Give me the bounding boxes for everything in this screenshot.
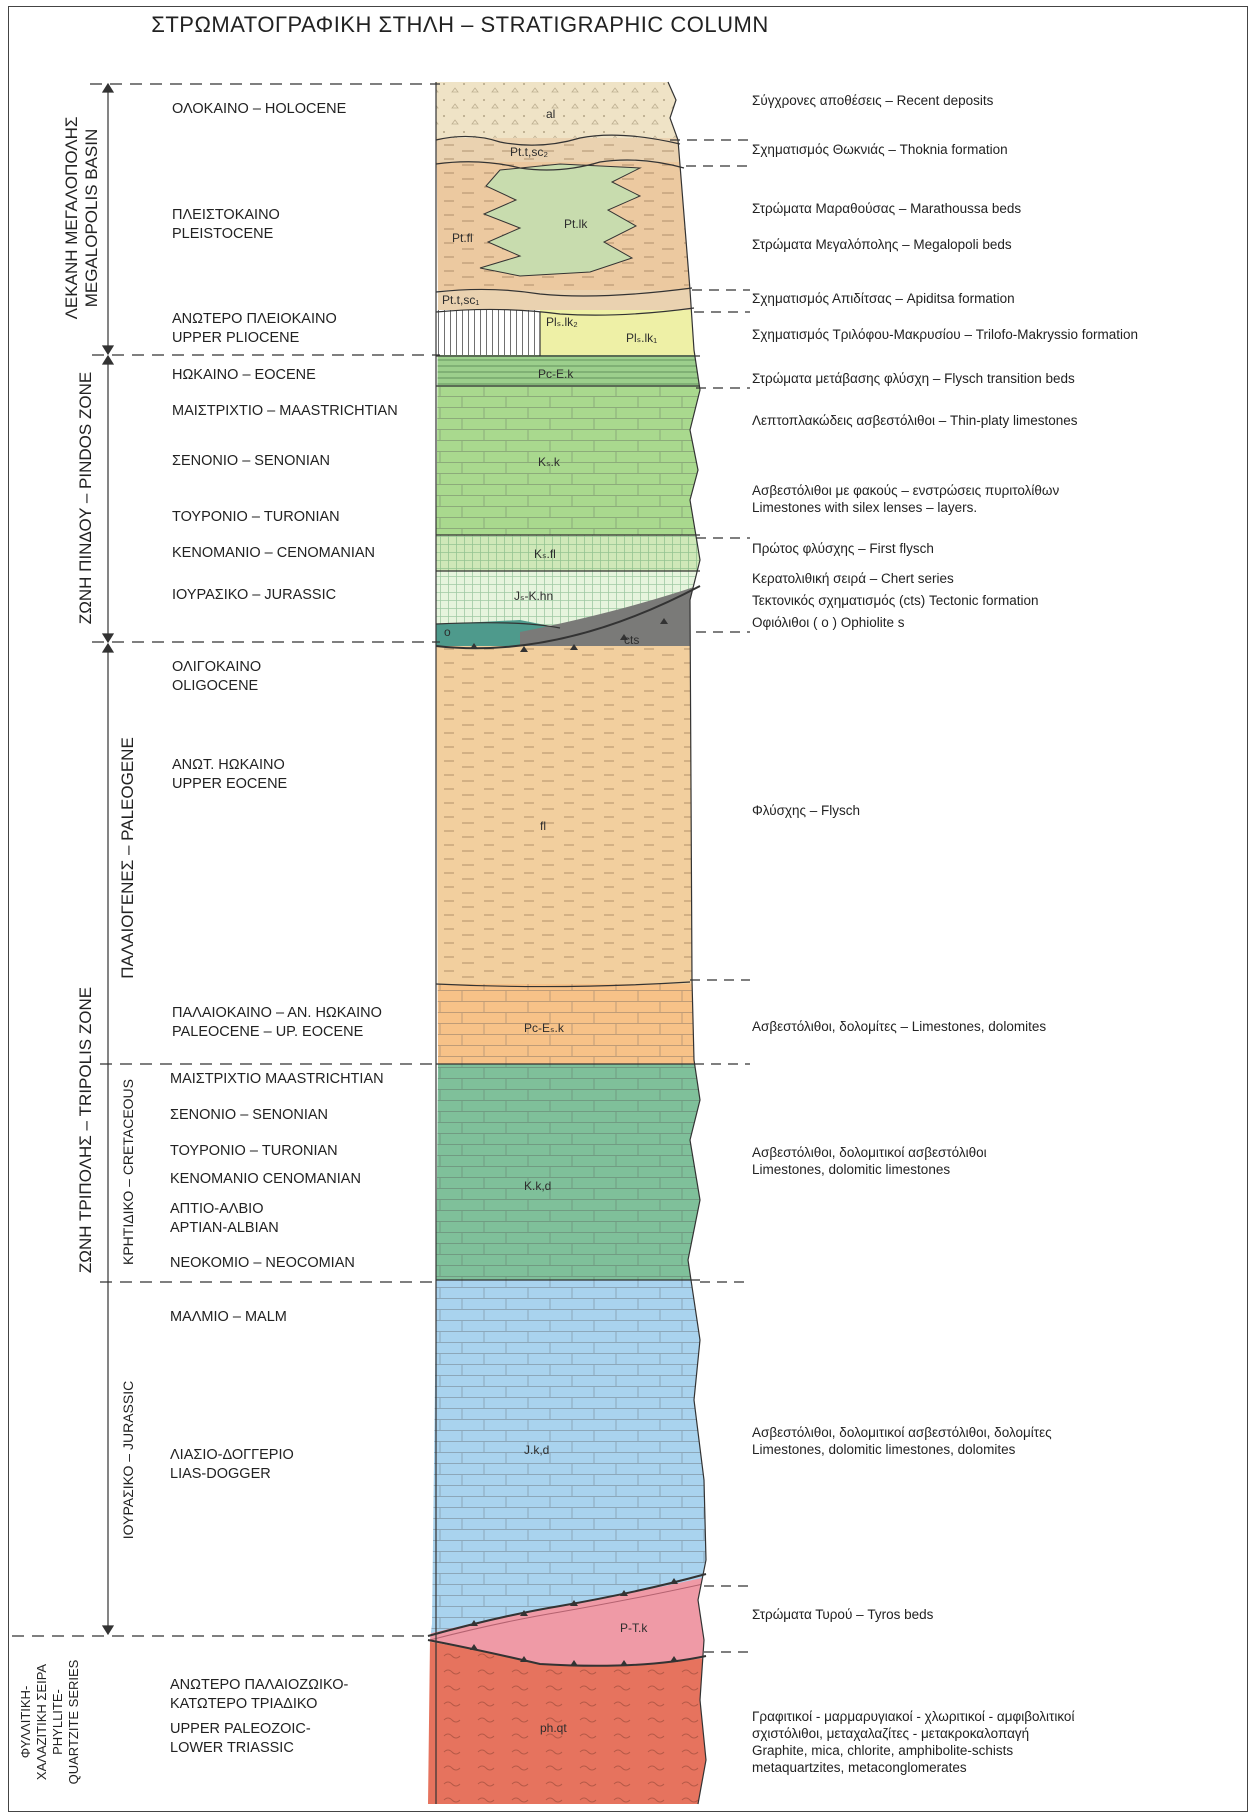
zone-label-cretaceous: ΚΡΗΤΙΔΙΚΟ – CRETACEOUS — [118, 1079, 138, 1265]
unit-label-j-k-d: J.k,d — [524, 1443, 549, 1457]
desc-phyllite: Γραφιτικοί - μαρμαρυγιακοί - χλωριτικοί … — [752, 1708, 1074, 1776]
age-maastrichtian-pindos: ΜΑΙΣΤΡΙΧΤΙΟ – MAASTRICHTIAN — [172, 402, 398, 421]
desc-tyros: Στρώματα Τυρού – Tyros beds — [752, 1606, 933, 1623]
unit-label-al: al — [546, 107, 555, 121]
age-turonian-pindos: ΤΟΥΡΟΝΙΟ – TURONIAN — [172, 508, 340, 527]
desc-first-flysch: Πρώτος φλύσχης – First flysch — [752, 540, 934, 557]
unit-label-p-t-k: P-T.k — [620, 1621, 648, 1635]
age-cenomanian-tripolis: ΚΕΝΟΜΑΝΙΟ CENOMANIAN — [170, 1170, 361, 1189]
age-paleozoic: ΑΝΩΤΕΡΟ ΠΑΛΑΙΟΖΩΙΚΟ-ΚΑΤΩΤΕΡΟ ΤΡΙΑΔΙΚΟ UP… — [170, 1676, 348, 1758]
unit-label-cts: cts — [624, 633, 639, 647]
desc-ophiolites: Οφιόλιθοι ( o ) Ophiolite s — [752, 614, 905, 631]
unit-label-pt-t-sc2: Pt.t,sc₂ — [510, 145, 548, 159]
desc-chert: Κερατολιθική σειρά – Chert series — [752, 570, 954, 587]
age-malm: ΜΑΛΜΙΟ – MALM — [170, 1308, 287, 1327]
age-eocene: ΗΩΚΑΙΝΟ – EOCENE — [172, 366, 316, 385]
age-cenomanian-pindos: ΚΕΝΟΜΑΝΙΟ – CENOMANIAN — [172, 544, 375, 563]
desc-tectonic: Τεκτονικός σχηματισμός (cts) Tectonic fo… — [752, 592, 1039, 609]
unit-label-fl: fl — [540, 819, 546, 833]
unit-label-ph-qt: ph.qt — [540, 1721, 567, 1735]
age-holocene: ΟΛΟΚΑΙΝΟ – HOLOCENE — [172, 100, 346, 119]
column-layers — [420, 82, 720, 1810]
zone-label-jurassic: ΙΟΥΡΑΣΙΚΟ – JURASSIC — [118, 1381, 138, 1539]
unit-label-pl-lk1: Plₛ.lk₁ — [626, 331, 657, 345]
unit-label-js-k-hn: Jₛ-K.hn — [514, 589, 553, 603]
unit-label-o: o — [444, 625, 451, 639]
desc-marathoussa: Στρώματα Μαραθούσας – Marathoussa beds — [752, 200, 1021, 217]
unit-label-pc-es-k: Pc-Eₛ.k — [524, 1021, 565, 1035]
zone-label-phyllite: ΦΥΛΛΙΤΙΚΗ-ΧΑΛΑΖΙΤΙΚΗ ΣΕΙΡΑ PHYLLITE-QUAR… — [18, 1660, 82, 1785]
desc-dolomitic-2: Ασβεστόλιθοι, δολομιτικοί ασβεστόλιθοι, … — [752, 1424, 1052, 1458]
desc-flysch: Φλύσχης – Flysch — [752, 802, 860, 819]
desc-megalopoli: Στρώματα Μεγαλόπολης – Megalopoli beds — [752, 236, 1012, 253]
unit-label-pc-e-k-top: Pc-E.k — [538, 367, 574, 381]
age-maastrichtian-tripolis: ΜΑΙΣΤΡΙΧΤΙΟ MAASTRICHTIAN — [170, 1070, 384, 1089]
unit-label-ks-k: Kₛ.k — [538, 455, 561, 469]
unit-label-pt-lk: Pt.lk — [564, 217, 588, 231]
zone-brackets — [103, 84, 113, 1634]
desc-flysch-transition: Στρώματα μετάβασης φλύσχη – Flysch trans… — [752, 370, 1075, 387]
desc-thoknia: Σχηματισμός Θωκνιάς – Thoknia formation — [752, 141, 1008, 158]
age-neocomian: ΝΕΟΚΟΜΙΟ – NEOCOMIAN — [170, 1254, 355, 1273]
zone-label-paleogene: ΠΑΛΑΙΟΓΕΝΕΣ – PALEOGENE — [118, 737, 138, 979]
unit-label-ks-fl: Kₛ.fl — [534, 547, 556, 561]
desc-limestones-dolomites: Ασβεστόλιθοι, δολομίτες – Limestones, do… — [752, 1018, 1046, 1035]
desc-thin-platy: Λεπτοπλακώδεις ασβεστόλιθοι – Thin-platy… — [752, 412, 1078, 429]
unit-label-k-k-d: K.k,d — [524, 1179, 551, 1193]
unit-label-pt-fl: Pt.fl — [452, 231, 473, 245]
desc-apiditsa: Σχηματισμός Απιδίτσας – Apiditsa formati… — [752, 290, 1015, 307]
zone-label-pindos: ΖΩΝΗ ΠΙΝΔΟΥ – PINDOS ZONE — [76, 372, 96, 624]
zone-label-tripolis: ΖΩΝΗ ΤΡΙΠΟΛΗΣ – TRIPOLIS ZONE — [76, 987, 96, 1273]
desc-trilofo: Σχηματισμός Τριλόφου-Μακρυσίου – Trilofo… — [752, 326, 1138, 343]
desc-recent: Σύγχρονες αποθέσεις – Recent deposits — [752, 92, 993, 109]
age-jurassic-pindos: ΙΟΥΡΑΣΙΚΟ – JURASSIC — [172, 586, 336, 605]
unit-label-pt-t-sc1: Pt.t,sc₁ — [442, 293, 479, 307]
age-senonian-pindos: ΣΕΝΟΝΙΟ – SENONIAN — [172, 452, 330, 471]
age-senonian-tripolis: ΣΕΝΟΝΙΟ – SENONIAN — [170, 1106, 328, 1125]
age-turonian-tripolis: ΤΟΥΡΟΝΙΟ – TURONIAN — [170, 1142, 338, 1161]
unit-label-pl-lk2: Plₛ.lk₂ — [546, 315, 578, 329]
desc-silex: Ασβεστόλιθοι με φακούς – ενστρώσεις πυρι… — [752, 482, 1059, 516]
